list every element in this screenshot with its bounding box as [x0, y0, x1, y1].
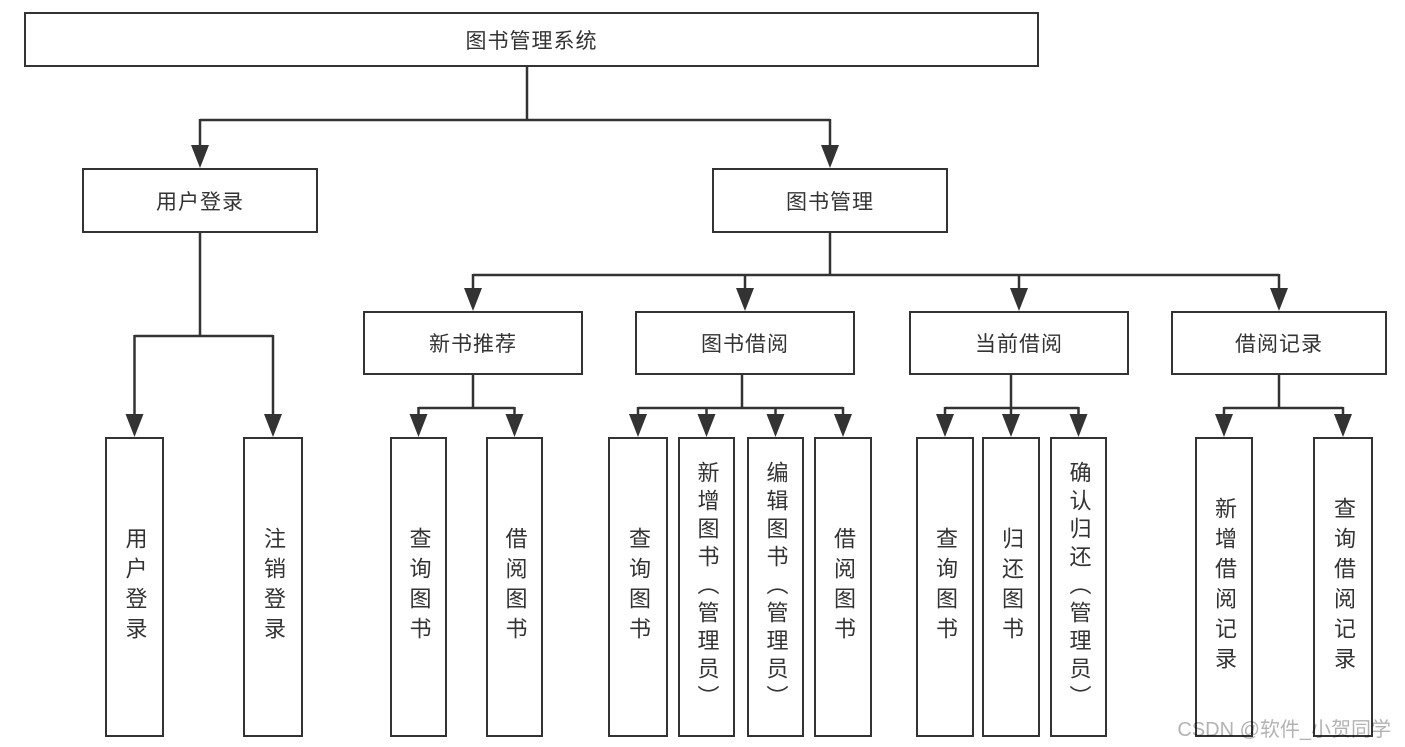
leaf-borrow-books: 借阅图书 — [486, 437, 543, 737]
connector-book-borrow-children — [629, 375, 852, 437]
connector-book-mgmt-to-level3 — [464, 233, 1288, 311]
leaf-query-borrow-record: 查询借阅记录 — [1313, 437, 1373, 737]
csdn-watermark: CSDN @软件_小贺同学 — [1177, 719, 1391, 741]
connector-borrow-record-children — [1215, 375, 1352, 437]
node-current-borrowing: 当前借阅 — [909, 311, 1129, 375]
connector-root-to-level2 — [191, 67, 839, 168]
leaf-user-login: 用户登录 — [105, 437, 164, 737]
leaf-add-borrow-record: 新增借阅记录 — [1195, 437, 1253, 737]
node-library-management-system: 图书管理系统 — [24, 12, 1039, 67]
leaf-add-books-admin: 新增图书（管理员） — [678, 437, 735, 737]
node-user-login: 用户登录 — [82, 168, 318, 233]
leaf-query-books: 查询图书 — [916, 437, 974, 737]
leaf-query-books: 查询图书 — [390, 437, 447, 737]
leaf-confirm-return-admin: 确认归还（管理员） — [1050, 437, 1107, 737]
leaf-query-books: 查询图书 — [608, 437, 668, 737]
connector-new-book-rec-children — [409, 375, 524, 437]
connector-user-login-children — [125, 233, 282, 437]
leaf-edit-books-admin: 编辑图书（管理员） — [747, 437, 804, 737]
node-new-book-recommendation: 新书推荐 — [363, 311, 583, 375]
node-borrowing-record: 借阅记录 — [1171, 311, 1387, 375]
node-book-borrowing: 图书借阅 — [635, 311, 855, 375]
node-book-management: 图书管理 — [712, 168, 948, 233]
leaf-logout: 注销登录 — [243, 437, 303, 737]
leaf-return-books: 归还图书 — [982, 437, 1040, 737]
connector-current-borrow-children — [936, 375, 1088, 437]
leaf-borrow-books: 借阅图书 — [814, 437, 872, 737]
